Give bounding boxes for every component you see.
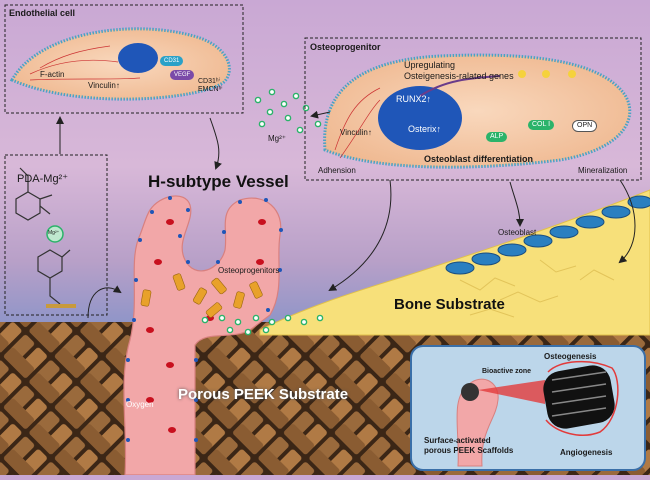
endothelial-actin [29, 45, 141, 81]
mineralization-label: Mineralization [578, 166, 628, 175]
inset-osteogenesis-label: Osteogenesis [544, 352, 597, 361]
bone-texture [459, 259, 615, 318]
runx2-label: RUNX2↑ [396, 94, 432, 104]
col1-badge: COL I [528, 120, 555, 130]
adhesion-label: Adhension [318, 166, 356, 175]
h-vessel [123, 195, 282, 476]
opn-badge: OPN [572, 120, 598, 132]
mg-ions-substrate [201, 314, 324, 336]
oxygen-label: Oxygen [126, 400, 154, 409]
inset-scaffold-label: Surface-activated porous PEEK Scaffolds [424, 436, 514, 455]
mg-ions-top [254, 88, 322, 134]
differentiation-label: Osteoblast differentiation [424, 154, 534, 164]
dna-strand [419, 75, 501, 97]
osteoprogenitor-title: Osteoprogenitor [310, 42, 381, 52]
pda-mg-label: Mg²⁺ [48, 230, 60, 236]
endothelial-vinculin-label: Vinculin↑ [88, 81, 120, 90]
pda-mg-center [46, 225, 64, 243]
inset-scaffold-dot [461, 383, 479, 401]
inset-angiogenesis-label: Angiogenesis [560, 448, 613, 457]
endothelial-title: Endothelial cell [9, 8, 76, 18]
osterix-label: Osterix↑ [408, 124, 442, 134]
inset-arm [456, 378, 499, 467]
arrows [56, 110, 636, 319]
vessel-cells [126, 196, 283, 442]
osteoprogenitor-box [304, 37, 642, 181]
mg-ion-label: Mg²⁺ [268, 134, 286, 143]
bioactive-beam [478, 380, 545, 404]
osteoblast-label: Osteoblast [498, 228, 537, 237]
genes-label: Osteigenesis-ralated genes [404, 71, 514, 81]
gene-markers [518, 70, 576, 78]
alp-badge: ALP [486, 132, 508, 142]
f-actin-label: F-actin [40, 70, 65, 79]
osteoprogenitor-actin [334, 87, 381, 159]
osteoprogenitor-vinculin-label: Vinculin↑ [340, 128, 372, 137]
endothelial-markers: CD31ʰⁱ EMCNʰⁱ [198, 78, 223, 93]
osteoprogenitor-nucleus [378, 86, 462, 150]
inset-bioactive-label: Bioactive zone [482, 368, 532, 375]
vegf-badge: VEGF [170, 70, 195, 80]
red-blood-cells [146, 219, 266, 433]
osteoprogenitor-cells [140, 273, 263, 318]
endothelial-nucleus [118, 43, 158, 73]
bone-substrate-label: Bone Substrate [394, 296, 505, 313]
h-vessel-title: H-subtype Vessel [148, 172, 289, 191]
cd31-badge: CD31 [160, 56, 184, 66]
endothelial-box [4, 4, 244, 114]
osteoprogenitors-label: Osteoprogenitors [218, 266, 280, 275]
pda-label: PDA-Mg²⁺ [17, 173, 69, 185]
peek-substrate-label: Porous PEEK Substrate [178, 386, 349, 403]
pda-base [46, 304, 76, 308]
upregulating-label: Upregulating [404, 60, 456, 70]
pda-box [4, 154, 108, 316]
osteoblast-row [445, 195, 650, 275]
pda-structure [15, 167, 71, 305]
inset-scaffold [543, 360, 619, 436]
